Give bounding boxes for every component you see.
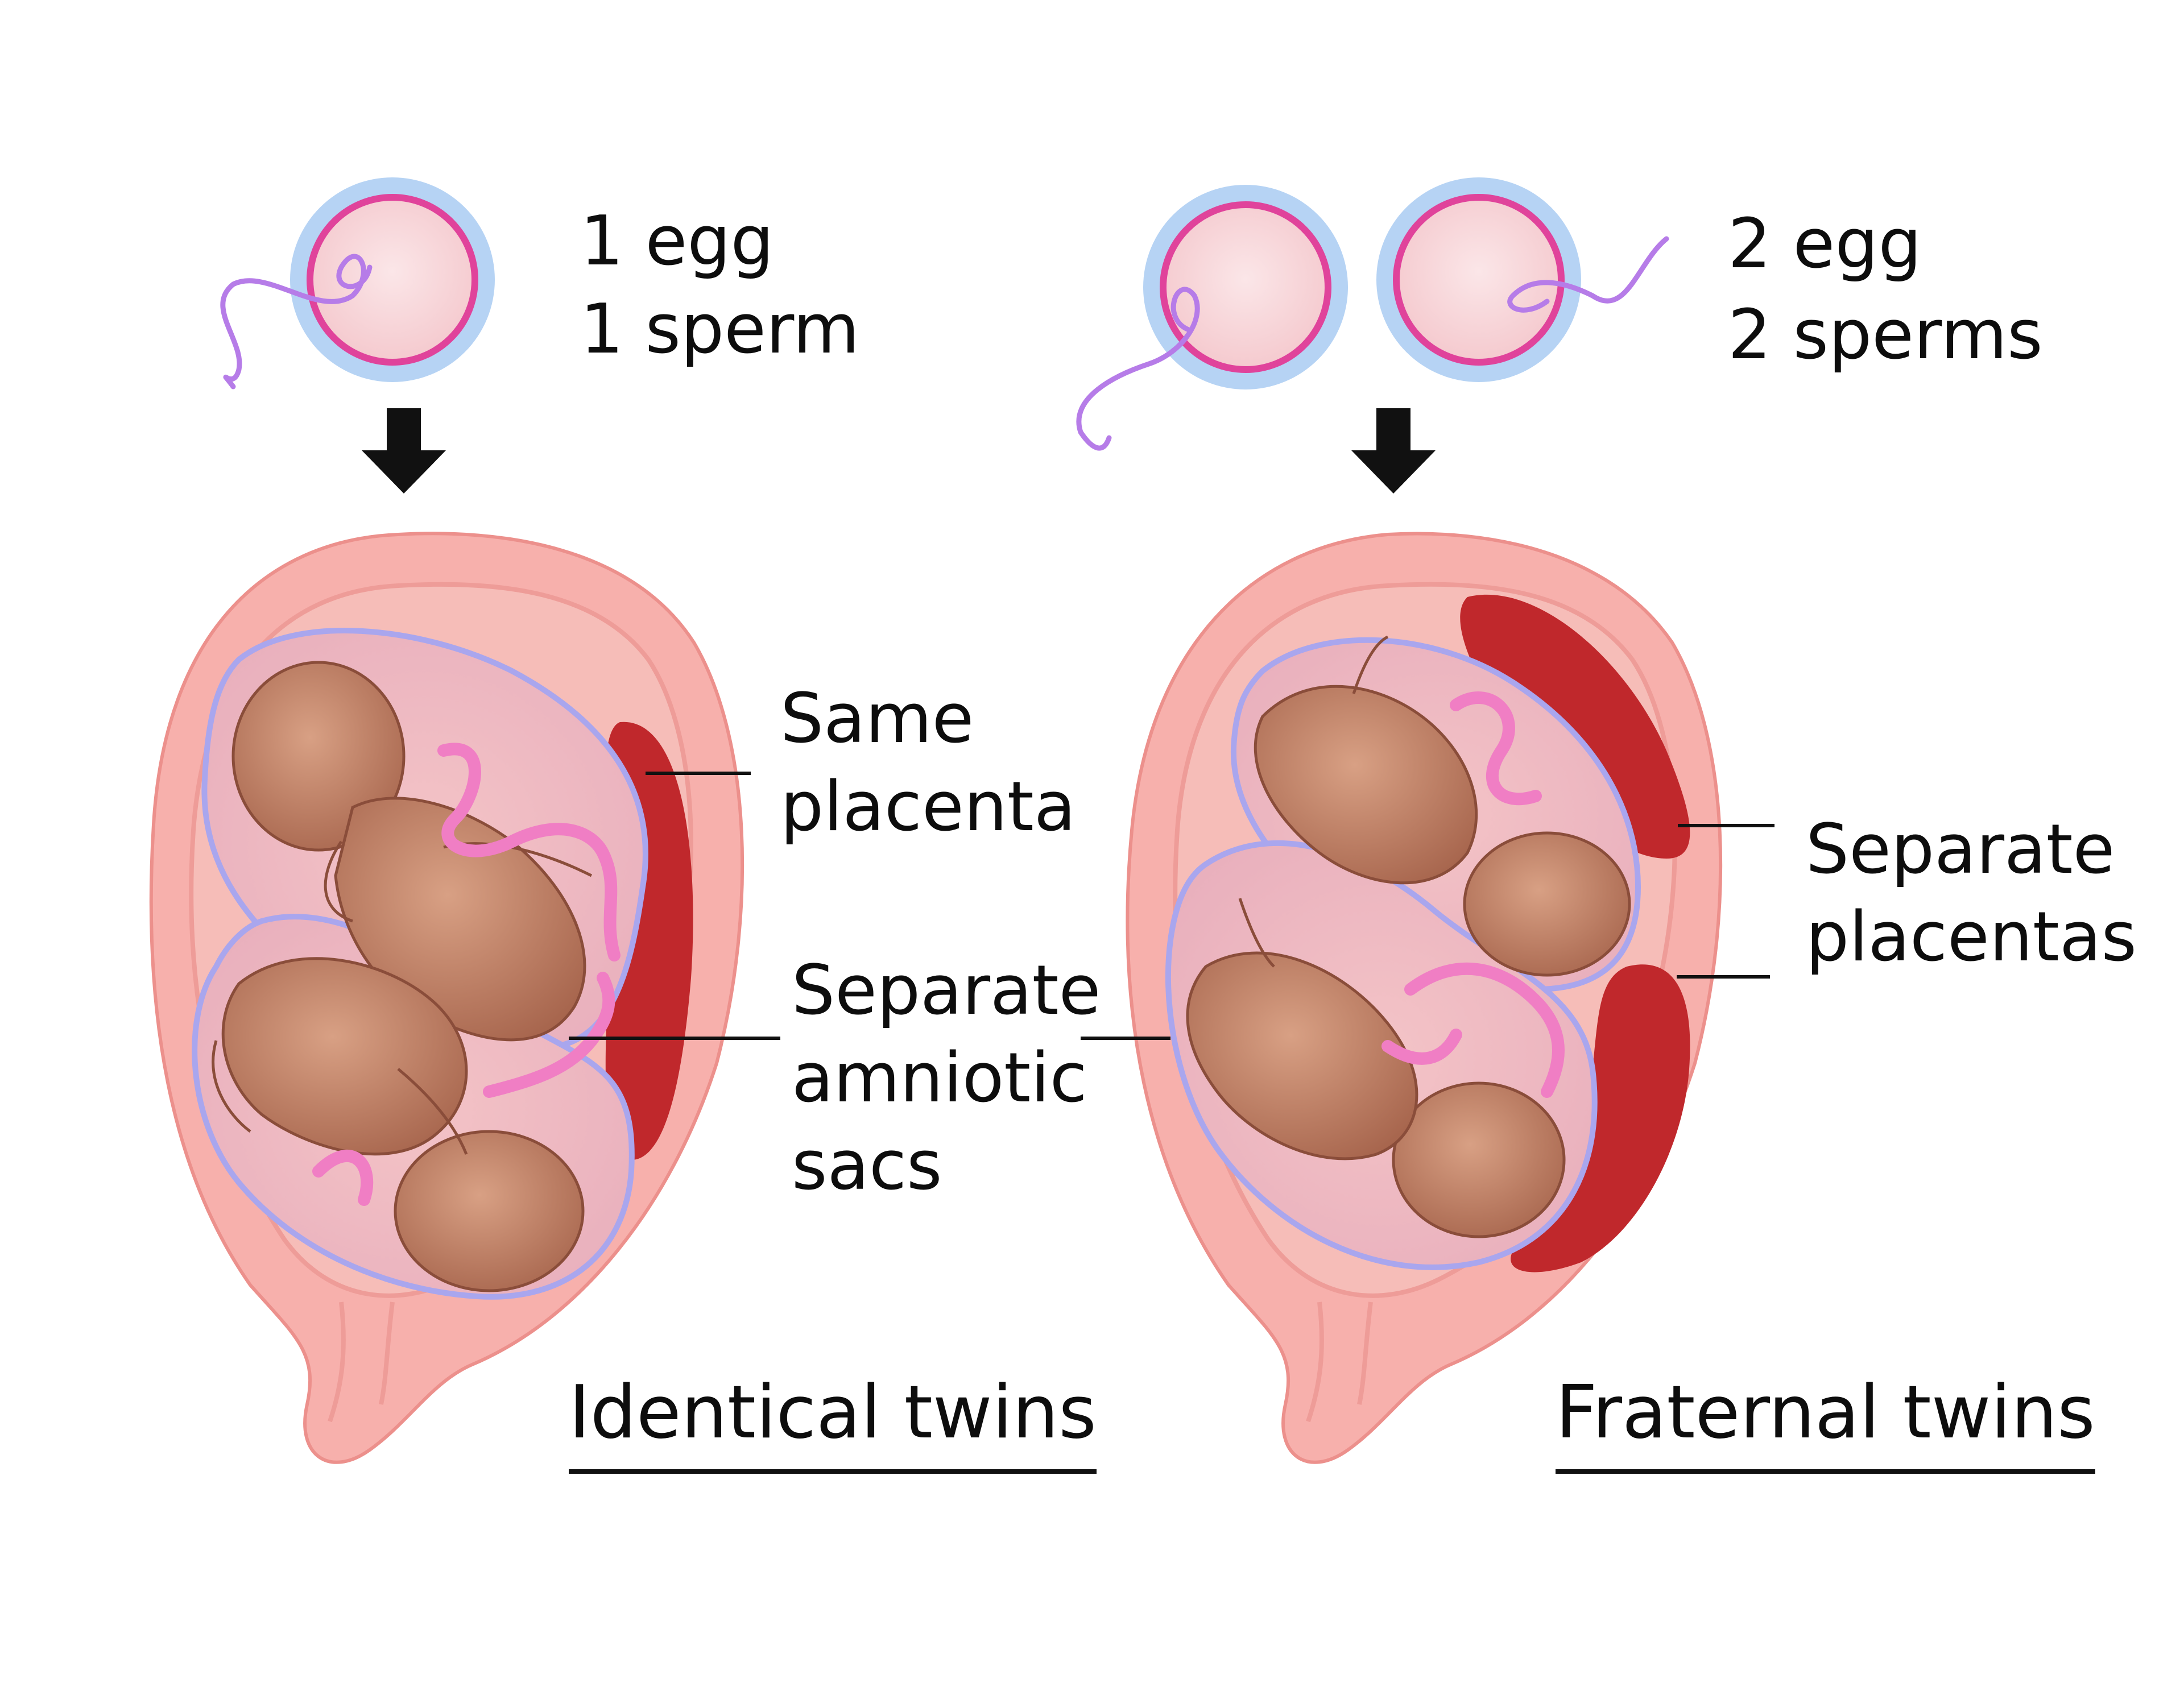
same-placenta-label-line2: placenta <box>780 765 1076 850</box>
egg-fraternal-1 <box>1143 185 1348 389</box>
down-arrow-icon <box>362 408 446 494</box>
same-placenta-label-line1: Same <box>780 677 974 762</box>
egg-identical <box>290 177 495 382</box>
separate-sacs-label-line3: sacs <box>792 1124 942 1209</box>
fraternal-egg-label: 2 egg <box>1728 202 1922 287</box>
separate-placentas-label-line2: placentas <box>1806 895 2137 980</box>
separate-sacs-label-line1: Separate <box>792 948 1101 1034</box>
sperm-identical <box>223 284 239 387</box>
down-arrow-icon <box>1351 408 1436 494</box>
identical-egg-label: 1 egg <box>580 199 774 284</box>
separate-sacs-label-line2: amniotic <box>792 1036 1087 1121</box>
identical-sperm-label: 1 sperm <box>580 287 859 372</box>
fraternal-sperm-label: 2 sperms <box>1728 293 2043 378</box>
egg-fraternal-2 <box>1376 177 1581 382</box>
identical-twins-title: Identical twins <box>569 1370 1097 1474</box>
separate-placentas-label-line1: Separate <box>1806 807 2115 893</box>
fraternal-twins-title: Fraternal twins <box>1556 1370 2095 1474</box>
